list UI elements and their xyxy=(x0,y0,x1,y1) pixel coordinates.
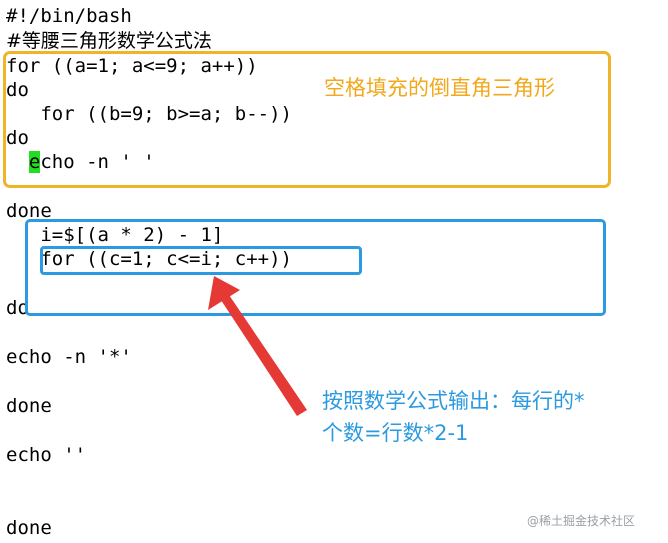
code-line-done-2: done xyxy=(6,395,52,417)
code-line-comment: #等腰三角形数学公式法 xyxy=(6,30,212,52)
code-line-for-a: for ((a=1; a<=9; a++)) xyxy=(6,55,258,77)
code-line-for-c: for ((c=1; c<=i; c++)) xyxy=(6,248,292,270)
text-cursor: e xyxy=(28,151,41,173)
highlight-box-for-c xyxy=(40,246,362,275)
code-line-do-3: do xyxy=(6,297,29,319)
code-line-done-3: done xyxy=(6,517,52,539)
code-line-for-b: for ((b=9; b>=a; b--)) xyxy=(6,103,292,125)
code-line-done-1: done xyxy=(6,200,52,222)
annotation-blue-note-1: 按照数学公式输出：每行的* xyxy=(322,389,585,413)
code-rest: cho -n ' ' xyxy=(40,151,155,173)
annotation-blue-note-2: 个数=行数*2-1 xyxy=(322,421,469,445)
highlight-box-space-fill xyxy=(3,51,611,188)
annotation-yellow-note: 空格填充的倒直角三角形 xyxy=(324,76,555,100)
code-line-echo-newline: echo '' xyxy=(6,444,87,466)
code-line-echo-star: echo -n '*' xyxy=(6,346,132,368)
code-line-i-assign: i=$[(a * 2) - 1] xyxy=(6,224,224,246)
code-line-do-2: do xyxy=(6,127,29,149)
code-line-shebang: #!/bin/bash xyxy=(6,5,132,27)
code-line-do-1: do xyxy=(6,79,29,101)
highlight-box-star-calc xyxy=(25,219,606,316)
watermark: @稀土掘金技术社区 xyxy=(527,514,636,528)
code-line-echo-space: echo -n ' ' xyxy=(6,150,155,174)
